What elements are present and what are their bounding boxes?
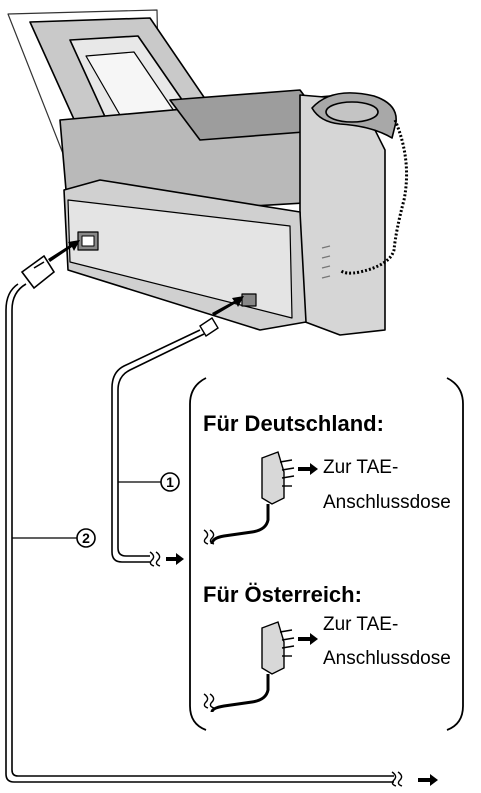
telephone-plug-icon — [199, 317, 219, 337]
fax-machine-illustration — [7, 9, 409, 336]
germany-target-line2: Anschlussdose — [323, 492, 451, 513]
country-options-bracket — [189, 377, 464, 731]
svg-text:2: 2 — [82, 530, 90, 546]
power-insert-arrow — [48, 240, 80, 262]
germany-heading: Für Deutschland: — [203, 411, 384, 436]
cable-break-icon — [203, 693, 215, 709]
phone-insert-arrow — [212, 296, 244, 316]
cable-break-icon — [391, 771, 403, 787]
power-cord — [5, 254, 394, 783]
tae-plug-icon — [210, 451, 295, 545]
arrow-right-icon — [418, 774, 438, 786]
austria-target-line1: Zur TAE- — [323, 614, 398, 635]
cable-break-icon — [149, 551, 161, 567]
svg-text:1: 1 — [166, 474, 174, 490]
callout-1: 1 — [160, 472, 180, 492]
arrow-right-icon — [298, 633, 318, 645]
austria-heading: Für Österreich: — [203, 582, 362, 607]
arrow-right-icon — [166, 553, 184, 565]
arrow-right-icon — [298, 463, 318, 475]
cable-break-icon — [203, 529, 215, 545]
austria-target-line2: Anschlussdose — [323, 648, 451, 669]
tae-plug-icon — [210, 621, 295, 713]
telephone-cord — [111, 329, 205, 563]
germany-target-line1: Zur TAE- — [323, 457, 398, 478]
callout-2: 2 — [76, 528, 96, 548]
